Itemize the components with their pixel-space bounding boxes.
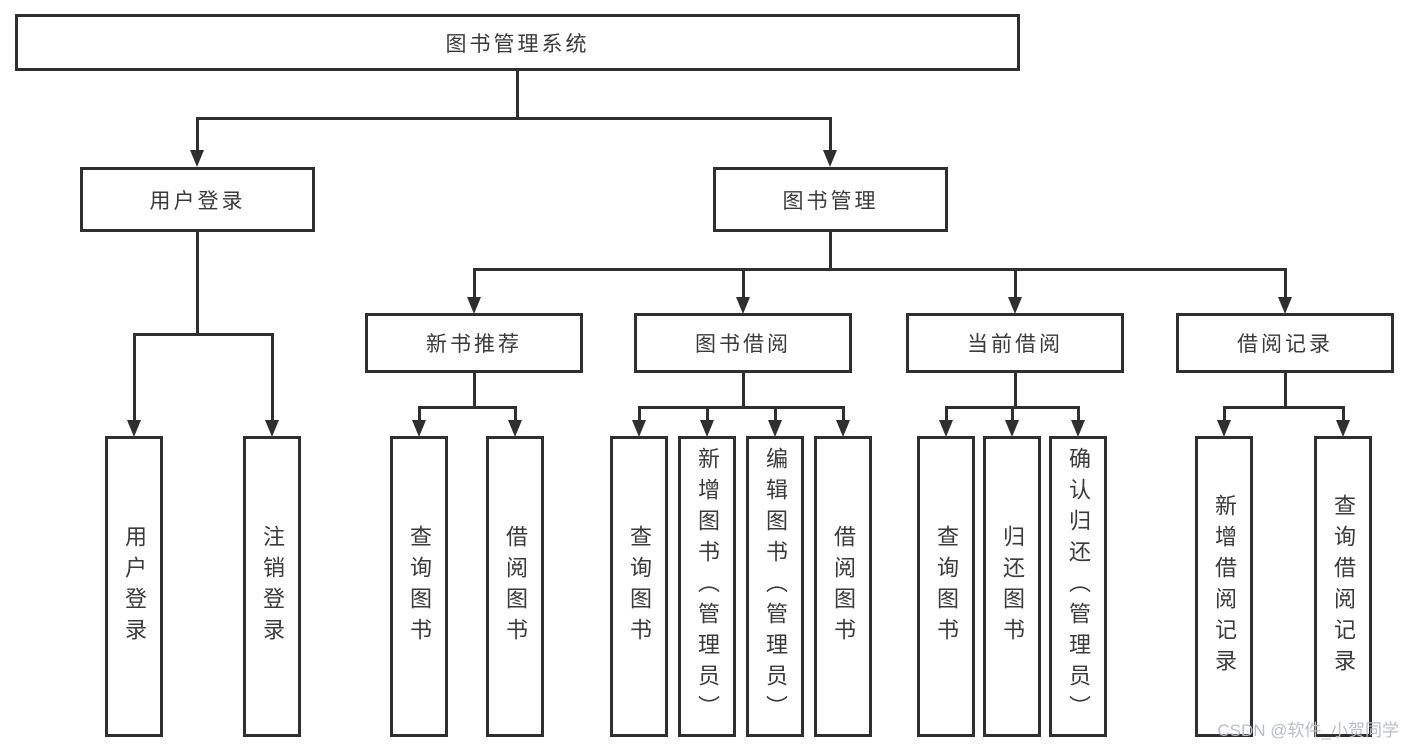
arrowhead-login-leaf-2	[265, 420, 279, 437]
arrowhead-c-3	[1071, 420, 1085, 437]
node-book-borrow-label: 图书借阅	[695, 333, 791, 356]
connector-c-stem-1	[945, 406, 948, 421]
node-add-book-admin-label: 新增图书（管理员）	[695, 447, 720, 726]
connector-c-stem-3	[1077, 406, 1080, 421]
arrowhead-book-borrow	[736, 297, 750, 314]
node-confirm-return-admin-label: 确认归还（管理员）	[1066, 447, 1091, 726]
connector-mgmt-down	[829, 232, 832, 270]
arrowhead-borrow-record	[1278, 297, 1292, 314]
node-book-borrow: 图书借阅	[634, 313, 852, 373]
connector-d-stem-2	[1342, 406, 1345, 421]
node-user-login-leaf: 用户登录	[105, 436, 163, 737]
node-return-books-label: 归还图书	[1000, 524, 1025, 649]
connector-login-down	[196, 232, 199, 335]
connector-login-stem-1	[133, 333, 136, 421]
connector-root-stub	[516, 71, 519, 119]
node-library-system: 图书管理系统	[15, 14, 1020, 71]
connector-root-hline	[196, 117, 832, 120]
node-return-books: 归还图书	[983, 436, 1041, 737]
connector-mgmt-stem	[829, 117, 832, 151]
node-new-book-recommend: 新书推荐	[365, 313, 583, 373]
arrowhead-a-2	[508, 420, 522, 437]
node-logout-label: 注销登录	[260, 524, 285, 649]
connector-login-stem	[196, 117, 199, 151]
arrowhead-c-2	[1005, 420, 1019, 437]
node-user-login: 用户登录	[80, 167, 315, 232]
node-query-books-a-label: 查询图书	[407, 524, 432, 649]
arrowhead-new-book	[467, 297, 481, 314]
connector-c-stub	[1014, 373, 1017, 409]
node-add-borrow-record-label: 新增借阅记录	[1212, 493, 1237, 680]
connector-b-stem-1	[638, 406, 641, 421]
connector-b-hline	[638, 406, 845, 409]
connector-b-stem-4	[842, 406, 845, 421]
arrowhead-c-1	[939, 420, 953, 437]
connector-d-stub	[1284, 373, 1287, 409]
arrowhead-login-leaf-1	[127, 420, 141, 437]
node-query-books-a: 查询图书	[390, 436, 448, 737]
connector-b-stub	[742, 373, 745, 409]
connector-a-stem-1	[418, 406, 421, 421]
node-query-borrow-record: 查询借阅记录	[1314, 436, 1372, 737]
connector-b-stem-2	[706, 406, 709, 421]
connector-login-stem-2	[271, 333, 274, 421]
arrowhead-current-borrow	[1008, 297, 1022, 314]
arrowhead-b-2	[700, 420, 714, 437]
connector-mgmt-stem-2	[742, 268, 745, 298]
node-logout: 注销登录	[243, 436, 301, 737]
csdn-watermark: CSDN @软件_小贺同学	[1217, 721, 1399, 740]
arrowhead-login	[190, 150, 204, 167]
node-borrow-books-b-label: 借阅图书	[831, 524, 856, 649]
arrowhead-a-1	[412, 420, 426, 437]
arrowhead-b-1	[632, 420, 646, 437]
connector-mgmt-stem-4	[1284, 268, 1287, 298]
arrowhead-d-2	[1336, 420, 1350, 437]
node-borrow-books-a: 借阅图书	[486, 436, 544, 737]
node-confirm-return-admin: 确认归还（管理员）	[1049, 436, 1107, 737]
node-edit-book-admin-label: 编辑图书（管理员）	[763, 447, 788, 726]
connector-d-stem-1	[1223, 406, 1226, 421]
arrowhead-d-1	[1217, 420, 1231, 437]
node-add-book-admin: 新增图书（管理员）	[678, 436, 736, 737]
node-borrow-records-label: 借阅记录	[1237, 333, 1333, 356]
connector-mgmt-stem-1	[473, 268, 476, 298]
node-current-borrow-label: 当前借阅	[967, 333, 1063, 356]
node-current-borrow: 当前借阅	[906, 313, 1124, 373]
node-query-books-b: 查询图书	[610, 436, 668, 737]
node-borrow-books-a-label: 借阅图书	[503, 524, 528, 649]
connector-a-stem-2	[514, 406, 517, 421]
connector-c-stem-2	[1011, 406, 1014, 421]
connector-mgmt-hline	[473, 268, 1287, 271]
node-edit-book-admin: 编辑图书（管理员）	[746, 436, 804, 737]
connector-login-hline	[133, 333, 274, 336]
node-new-book-recommend-label: 新书推荐	[426, 333, 522, 356]
node-query-books-b-label: 查询图书	[627, 524, 652, 649]
connector-d-hline	[1223, 406, 1345, 409]
node-query-books-c-label: 查询图书	[934, 524, 959, 649]
connector-a-hline	[418, 406, 517, 409]
node-borrow-records: 借阅记录	[1176, 313, 1394, 373]
node-query-borrow-record-label: 查询借阅记录	[1331, 493, 1356, 680]
connector-b-stem-3	[774, 406, 777, 421]
arrowhead-b-3	[768, 420, 782, 437]
arrowhead-b-4	[836, 420, 850, 437]
node-user-login-leaf-label: 用户登录	[122, 524, 147, 649]
node-query-books-c: 查询图书	[917, 436, 975, 737]
node-add-borrow-record: 新增借阅记录	[1195, 436, 1253, 737]
node-user-login-label: 用户登录	[149, 189, 246, 213]
connector-mgmt-stem-3	[1014, 268, 1017, 298]
connector-a-stub	[473, 373, 476, 409]
node-book-management-label: 图书管理	[782, 189, 879, 213]
node-library-system-label: 图书管理系统	[445, 32, 590, 56]
node-borrow-books-b: 借阅图书	[814, 436, 872, 737]
arrowhead-mgmt	[823, 150, 837, 167]
node-book-management: 图书管理	[713, 167, 948, 232]
